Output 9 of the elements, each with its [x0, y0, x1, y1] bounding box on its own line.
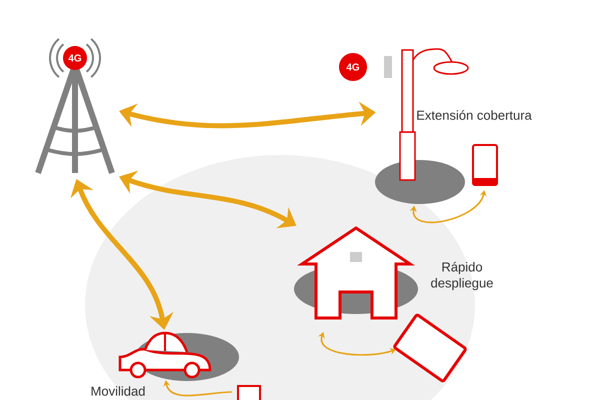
tower-drawing: [35, 38, 115, 176]
caption-text: Rápido despliegue: [431, 262, 493, 290]
caption-text: Movilidad: [92, 386, 145, 396]
caption-text: Extensión cobertura: [417, 110, 532, 120]
badge-label: 4G: [68, 54, 82, 62]
badge-label: 4G: [346, 63, 360, 71]
device-box: [237, 385, 261, 400]
tablet-icon: [393, 314, 467, 382]
phone-icon: [472, 144, 498, 186]
